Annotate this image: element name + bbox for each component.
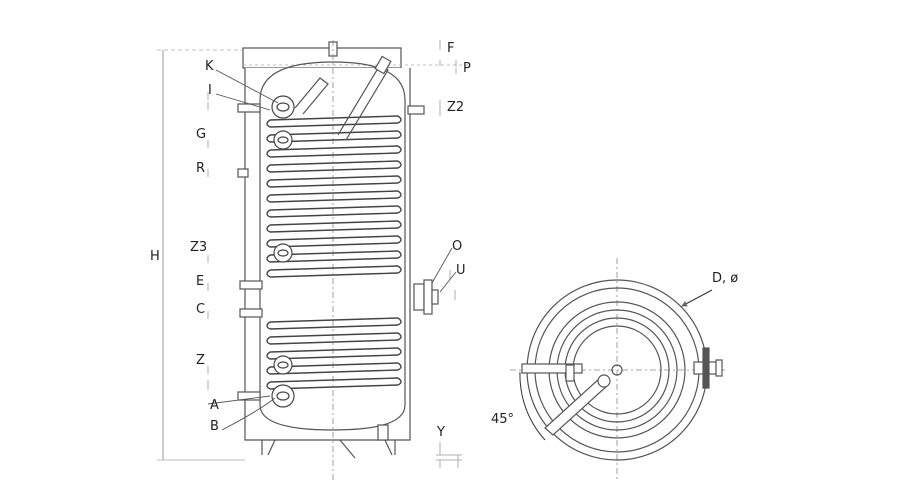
label-g: G	[196, 127, 206, 142]
label-r: R	[196, 161, 205, 176]
angle-arc	[519, 371, 546, 441]
sensor-pockets	[271, 95, 295, 408]
label-z2: Z2	[447, 100, 464, 115]
label-d: D, ø	[712, 271, 738, 286]
right-connections	[407, 105, 439, 315]
label-b: B	[210, 419, 219, 434]
d-leader	[681, 289, 713, 307]
label-k: K	[205, 59, 214, 74]
left-pipe	[521, 363, 583, 374]
tank-inner-vessel	[259, 61, 406, 431]
label-z: Z	[196, 353, 205, 368]
side-view	[157, 40, 470, 480]
top-view	[510, 258, 725, 480]
label-f: F	[447, 41, 454, 56]
label-e: E	[196, 274, 204, 289]
label-c: C	[196, 302, 205, 317]
center-port	[611, 364, 623, 376]
label-angle: 45°	[491, 412, 514, 427]
label-u: U	[456, 263, 466, 278]
label-y: Y	[436, 425, 445, 440]
label-h: H	[150, 249, 160, 264]
upper-heat-coil	[266, 115, 402, 278]
label-i: I	[208, 83, 212, 98]
label-o: O	[452, 239, 462, 254]
diagonal-pipe-left	[294, 77, 329, 115]
tank-outer-shell	[244, 68, 411, 441]
label-p: P	[463, 61, 471, 76]
tank-legs	[261, 439, 396, 456]
right-flange	[693, 347, 723, 389]
label-z3: Z3	[190, 240, 207, 255]
label-a: A	[210, 398, 219, 413]
